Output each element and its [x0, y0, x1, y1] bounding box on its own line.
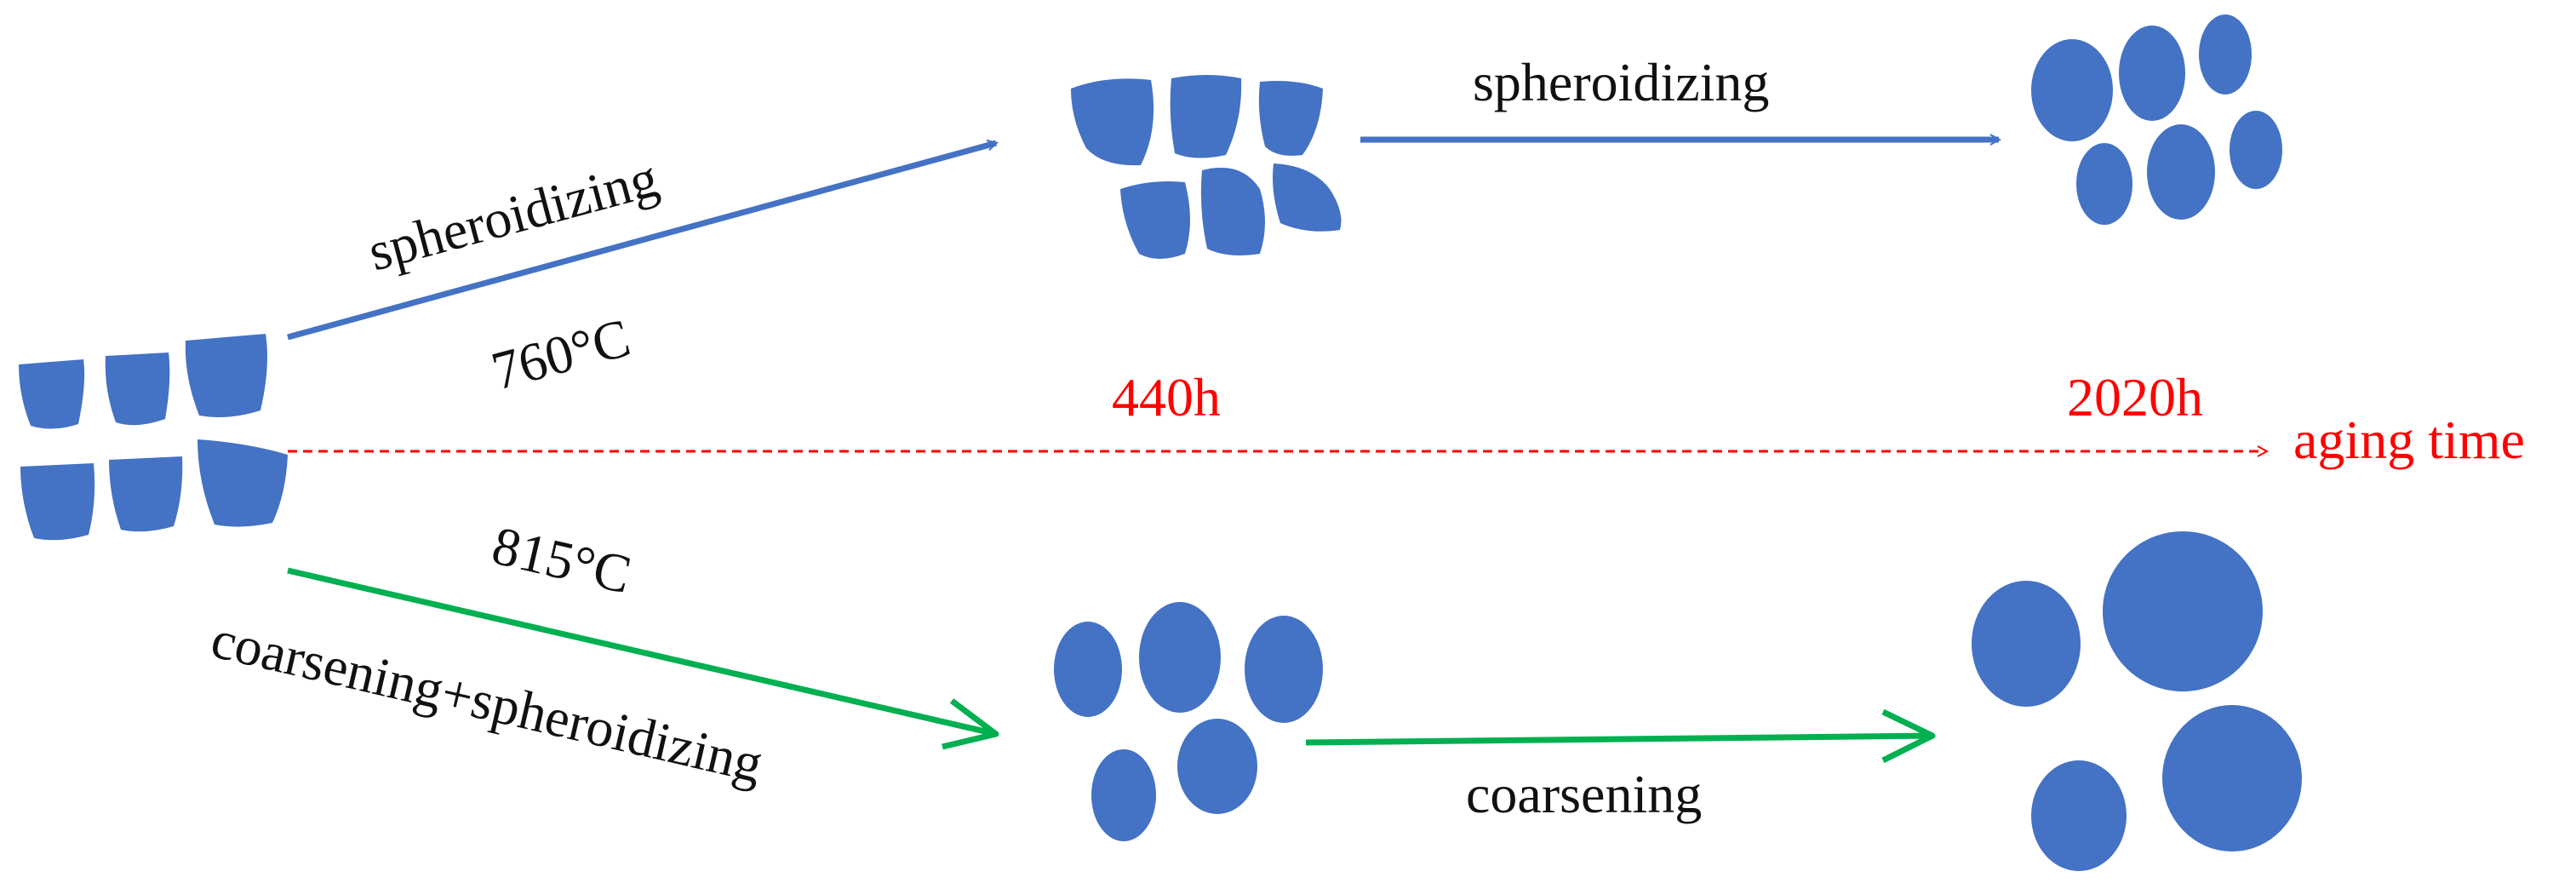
aging-time-label: aging time: [2293, 410, 2525, 470]
particle: [109, 456, 183, 532]
particle: [1245, 616, 1323, 723]
time-440h-label: 440h: [1112, 367, 1221, 427]
lower-step2-label: coarsening: [1466, 764, 1702, 824]
particle: [2076, 143, 2132, 225]
particle: [1273, 163, 1342, 232]
lower-arrow-2: [1305, 732, 1933, 746]
particle: [2031, 39, 2113, 141]
upper-440h-particle-group: [1071, 75, 1342, 259]
particle: [1071, 78, 1154, 166]
lower-arrow-2-head: [1881, 708, 1936, 764]
particle: [1120, 181, 1190, 259]
particle: [2162, 705, 2302, 851]
lower-440h-particle-group: [1054, 602, 1323, 841]
lower-arrow-1: [287, 567, 997, 737]
particle: [1972, 581, 2081, 707]
upper-2020h-particle-group: [2031, 14, 2282, 225]
particle: [19, 359, 85, 429]
upper-step1-label: spheroidizing: [362, 147, 664, 283]
particle: [1177, 719, 1257, 814]
particle: [185, 334, 267, 417]
lower-arrow-1-head: [942, 698, 999, 750]
lower-2020h-particle-group: [1972, 531, 2302, 871]
time-2020h-label: 2020h: [2067, 367, 2203, 427]
particle: [2119, 26, 2185, 121]
upper-temp-label: 760°C: [485, 307, 636, 401]
particle: [2031, 760, 2127, 871]
upper-arrow-1: [287, 143, 996, 341]
particle: [1200, 167, 1265, 255]
particle: [1258, 81, 1323, 156]
particle: [105, 353, 170, 426]
particle: [1091, 749, 1156, 841]
particle: [2230, 111, 2282, 189]
lower-step1-label: coarsening+spheroidizing: [206, 608, 769, 794]
initial-particle-group: [19, 334, 288, 541]
particle: [1139, 602, 1221, 713]
particle: [1170, 75, 1242, 158]
particle: [2199, 14, 2252, 95]
particle: [2103, 531, 2263, 691]
particle: [2147, 124, 2215, 220]
particle: [1054, 622, 1122, 717]
particle: [20, 463, 95, 541]
particle: [197, 439, 288, 527]
upper-step2-label: spheroidizing: [1473, 52, 1769, 112]
lower-temp-label: 815°C: [487, 514, 637, 605]
